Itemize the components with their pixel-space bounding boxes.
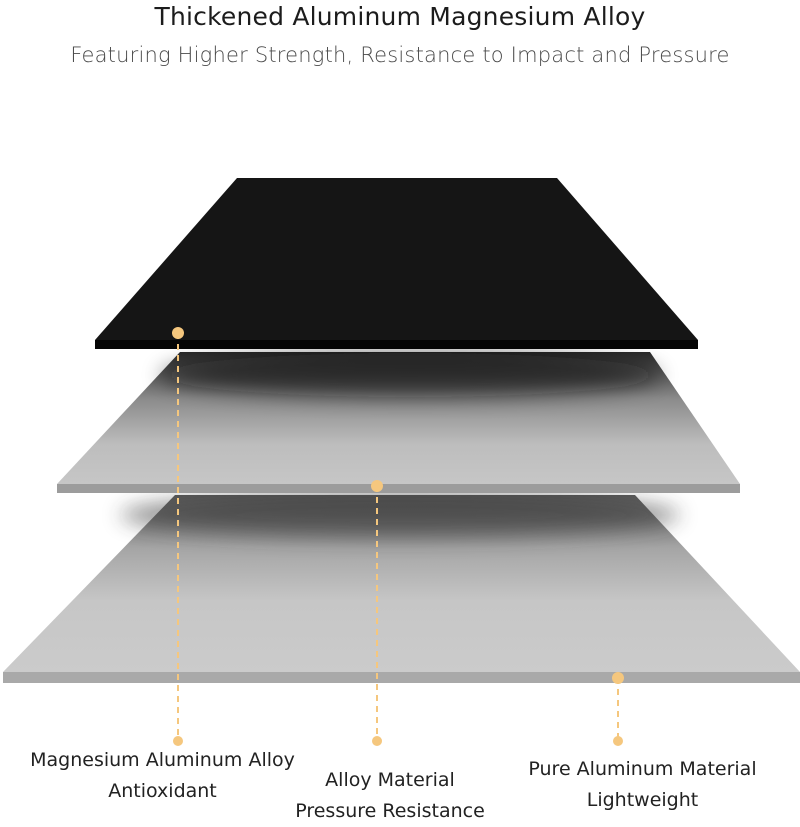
marker-dot-icon [613,736,623,746]
label-middle-line1: Alloy Material [325,769,455,791]
marker-dot-icon [612,672,624,684]
label-middle-line2: Pressure Resistance [295,800,485,822]
marker-dot-icon [173,736,183,746]
label-top-line1: Magnesium Aluminum Alloy [30,749,295,771]
leader-top [172,327,184,746]
layer-top-plate [95,178,698,349]
shadow-top [160,353,660,397]
page-subtitle: Featuring Higher Strength, Resistance to… [70,43,730,67]
label-middle-layer: Alloy Material Pressure Resistance [280,765,500,827]
label-top-line2: Antioxidant [108,780,217,802]
marker-dot-icon [371,480,383,492]
leader-middle [371,480,383,746]
leader-bottom [612,672,624,746]
shadow-middle [120,493,680,537]
marker-dot-icon [372,736,382,746]
label-bottom-layer: Pure Aluminum Material Lightweight [510,754,775,816]
label-top-layer: Magnesium Aluminum Alloy Antioxidant [10,745,315,807]
label-bottom-line1: Pure Aluminum Material [528,758,757,780]
label-bottom-line2: Lightweight [586,789,699,811]
layer-bottom-plate [3,495,800,683]
page-title: Thickened Aluminum Magnesium Alloy [154,2,646,31]
marker-dot-icon [172,327,184,339]
